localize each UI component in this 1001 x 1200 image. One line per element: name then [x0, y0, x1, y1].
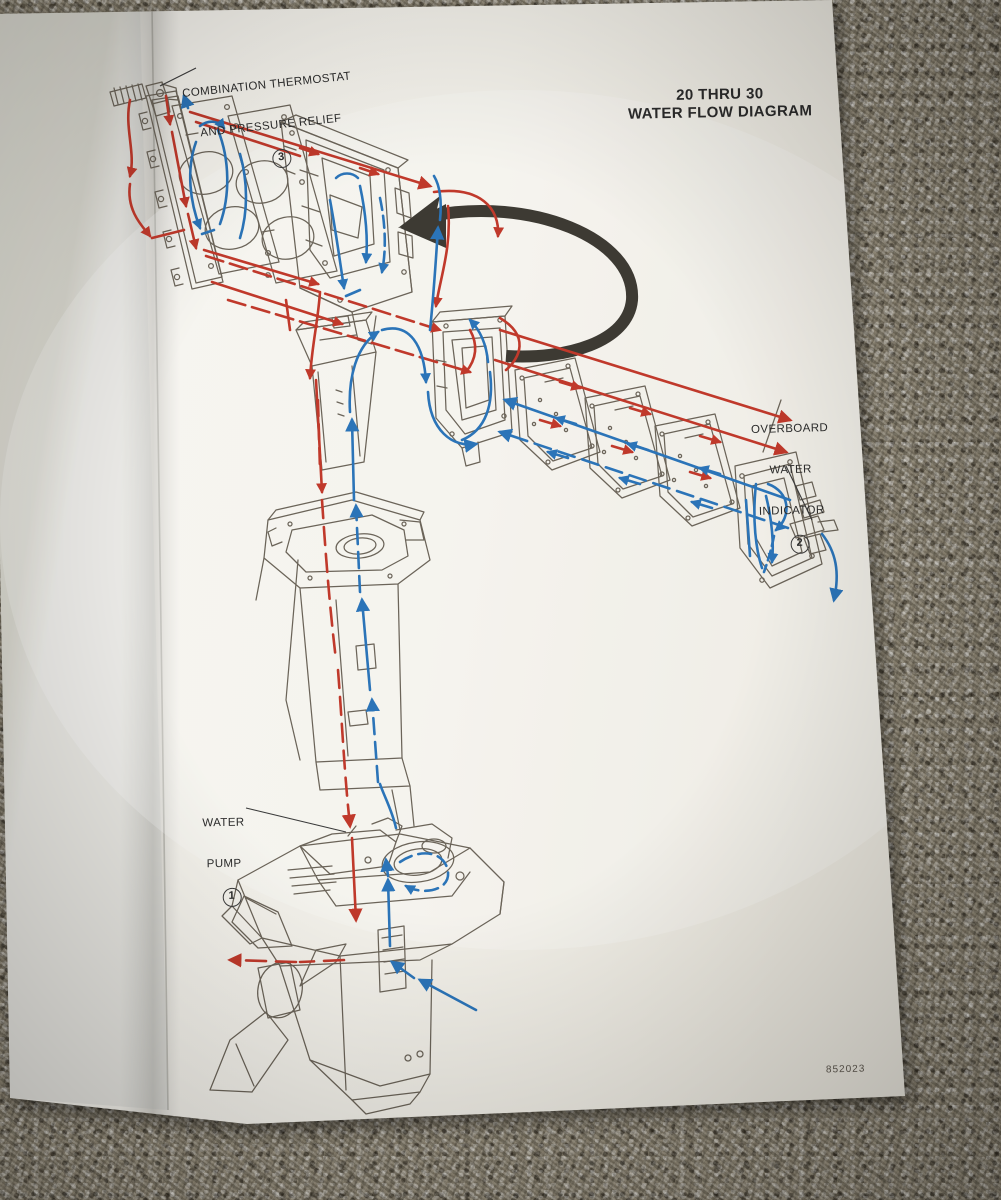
hot-water-flow-paths: [126, 94, 793, 968]
page-left-panel-shade: [0, 8, 168, 1110]
part-water-pump: [299, 785, 465, 884]
part-gearcase: [209, 833, 505, 1115]
part-thermostat-assembly: [109, 81, 179, 117]
page-highlight: [0, 90, 905, 950]
page-surface: [0, 0, 905, 1124]
cold-water-flow-paths: [180, 93, 844, 1012]
part-exhaust-manifold-housing: [431, 305, 513, 467]
callout-leader-lines: [159, 67, 813, 833]
